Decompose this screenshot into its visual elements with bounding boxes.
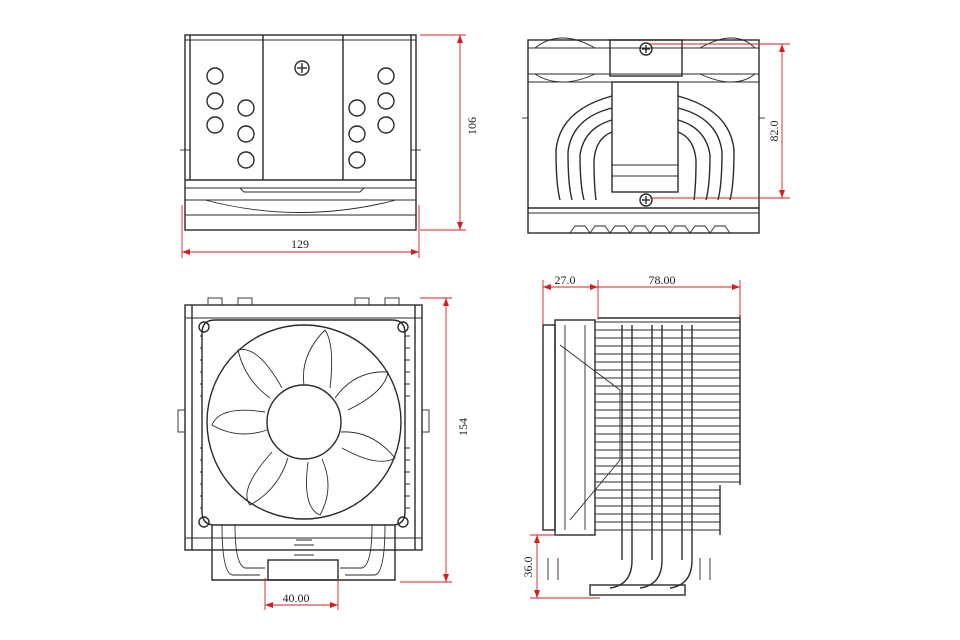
dimension-label: 36.0 <box>521 557 535 578</box>
heatpipes <box>609 325 693 589</box>
dimension-label: 27.0 <box>555 273 576 287</box>
dimension-fan-offset: 27.0 <box>542 273 599 325</box>
dimension-label: 82.0 <box>767 121 781 142</box>
dimension-clearance: 36.0 <box>521 534 600 599</box>
top-view: 129 106 <box>180 34 479 258</box>
side-view: 27.0 78.00 36.0 <box>521 273 741 599</box>
dimension-label: 154 <box>456 418 470 436</box>
dimension-height-side: 82.0 <box>650 43 790 199</box>
dimension-label: 129 <box>291 237 309 251</box>
screw-icon <box>639 193 653 207</box>
side-top-view: 82.0 <box>522 37 790 234</box>
dimension-height-front: 154 <box>400 297 470 583</box>
dimension-depth: 78.00 <box>598 273 741 318</box>
dimension-height-top: 106 <box>420 34 479 231</box>
front-view: 154 40.00 <box>177 297 470 610</box>
dimension-width-top: 129 <box>181 205 420 258</box>
heatsink-fins <box>595 315 741 535</box>
dimension-label: 106 <box>465 117 479 135</box>
heatpipes <box>555 95 735 201</box>
dimension-label: 40.00 <box>283 591 310 605</box>
screw-icon <box>639 42 653 56</box>
dimension-label: 78.00 <box>649 273 676 287</box>
fan-blades <box>211 329 396 516</box>
dimension-base-width: 40.00 <box>264 578 339 610</box>
screw-icon <box>294 60 310 76</box>
heatpipe-holes <box>206 67 395 169</box>
